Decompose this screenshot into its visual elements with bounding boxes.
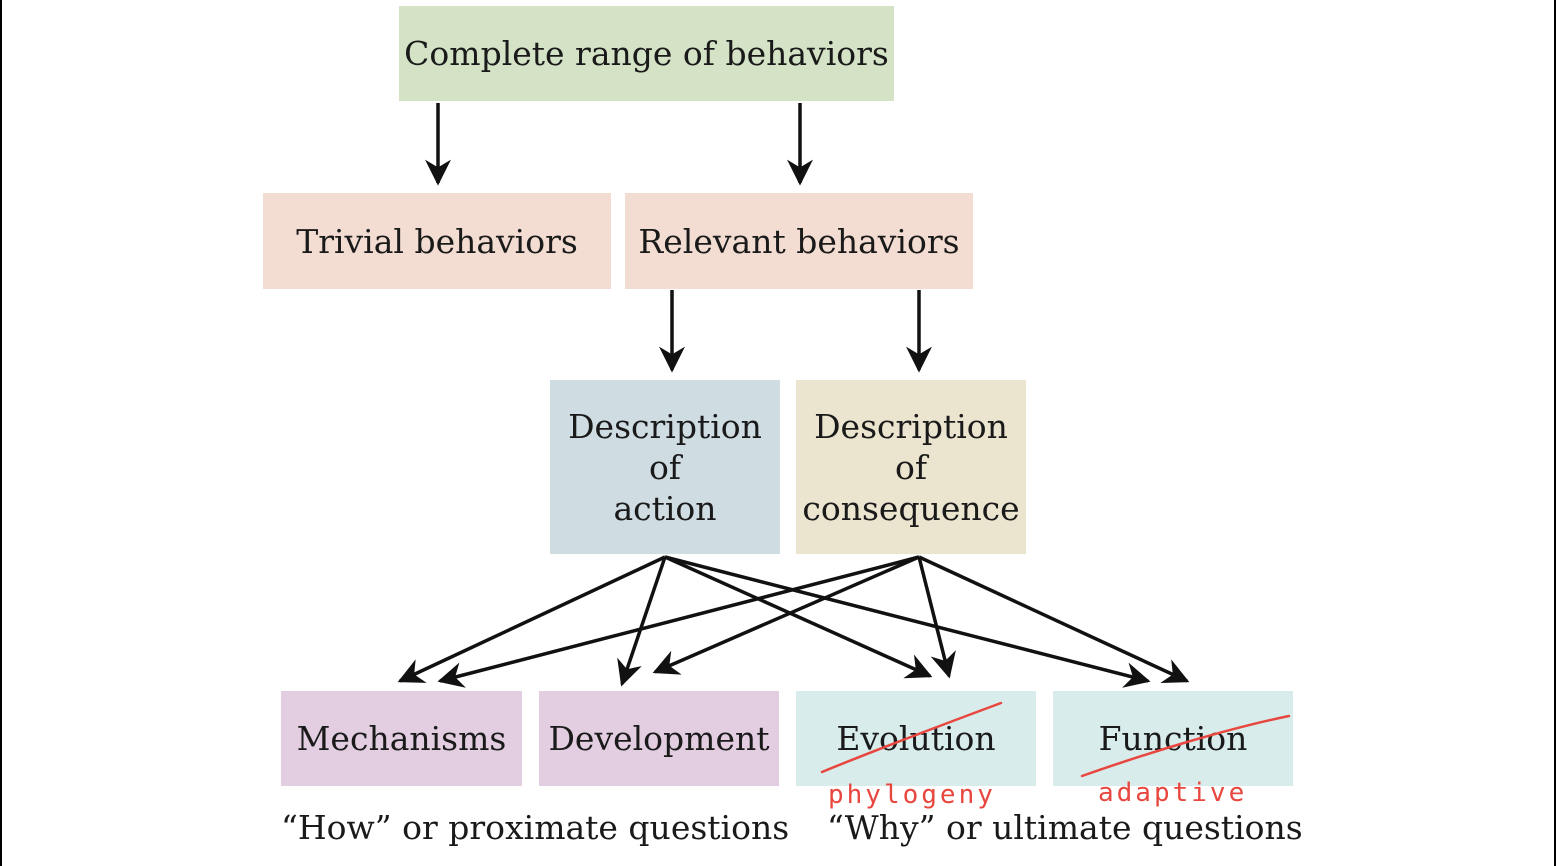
node-function: Function — [1053, 691, 1293, 786]
strike-mark-evolution — [820, 701, 1003, 774]
arrow-action-to-function — [664, 555, 1151, 688]
caption-ultimate-questions: “Why” or ultimate questions — [827, 808, 1303, 847]
node-relevant-behaviors: Relevant behaviors — [625, 193, 973, 289]
arrow-consequence-to-evolution — [917, 556, 956, 679]
node-description-of-action: Description of action — [550, 380, 780, 554]
arrow-action-to-mechanisms — [397, 555, 666, 683]
caption-proximate-questions: “How” or proximate questions — [281, 808, 790, 847]
node-evolution: Evolution — [796, 691, 1036, 786]
node-development: Development — [539, 691, 779, 786]
arrow-consequence-to-function — [918, 555, 1190, 683]
strike-mark-function — [1080, 714, 1291, 778]
arrow-consequence-to-mechanisms — [437, 555, 920, 688]
node-trivial-behaviors: Trivial behaviors — [263, 193, 611, 289]
node-description-of-consequence: Description of consequence — [796, 380, 1026, 554]
handwritten-note-adaptive: adaptive — [1098, 778, 1248, 808]
node-mechanisms: Mechanisms — [281, 691, 522, 786]
arrow-action-to-evolution — [664, 555, 933, 679]
arrow-action-to-development — [617, 556, 667, 687]
node-complete-range: Complete range of behaviors — [399, 6, 894, 101]
handwritten-note-phylogeny: phylogeny — [828, 780, 996, 810]
arrow-consequence-to-development — [652, 555, 920, 675]
